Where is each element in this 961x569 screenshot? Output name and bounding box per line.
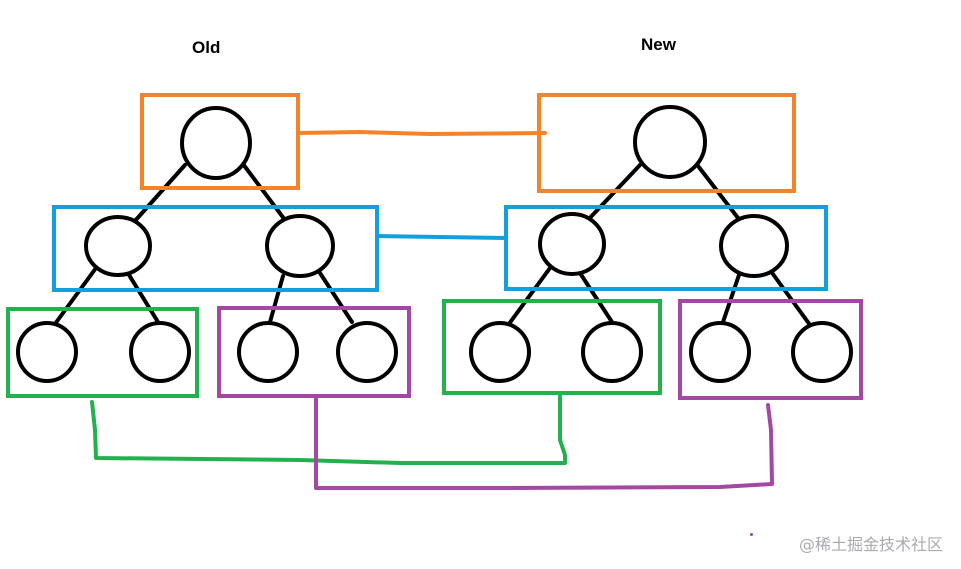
old-edge-root-left [132,163,187,224]
old-root-box [140,93,300,190]
new-right-node [719,214,789,278]
left-leaves-connector [90,391,567,465]
new-leaf-1 [469,321,531,383]
old-left-node [84,215,152,277]
watermark-text: @稀土掘金技术社区 [798,535,943,554]
old-leaf-3 [237,321,299,383]
new-edge-left-l1 [504,266,552,330]
old-left-leaves-box [6,307,199,398]
new-edge-right-r2 [768,268,812,327]
new-edge-left-l2 [576,268,614,324]
root-level-connector [296,130,547,136]
new-tree-title: New [641,35,676,54]
new-leaf-3 [689,321,751,383]
stray-dot [750,533,753,536]
old-edge-right-r1 [268,274,285,324]
new-leaf-2 [581,321,643,383]
old-root-node [180,106,252,180]
old-edge-right-r2 [316,268,354,324]
old-tree-title: Old [192,38,221,57]
old-edge-left-l2 [124,268,160,324]
old-leaf-1 [16,321,78,383]
right-leaves-connector [314,394,774,490]
old-leaf-2 [129,321,191,383]
new-edge-root-left [584,163,642,224]
new-right-leaves-box [678,299,863,400]
new-root-node [633,105,707,179]
old-edge-left-l1 [50,266,98,330]
new-edge-right-r1 [720,270,742,327]
old-right-node [265,214,335,278]
old-tree [16,106,398,383]
new-tree [469,105,853,383]
new-left-leaves-box [442,299,662,395]
old-leaf-4 [336,321,398,383]
old-children-box [52,205,379,292]
new-left-node [538,212,606,276]
new-root-box [537,93,796,193]
children-level-connector [375,234,508,240]
new-children-box [504,205,828,291]
new-leaf-4 [791,321,853,383]
